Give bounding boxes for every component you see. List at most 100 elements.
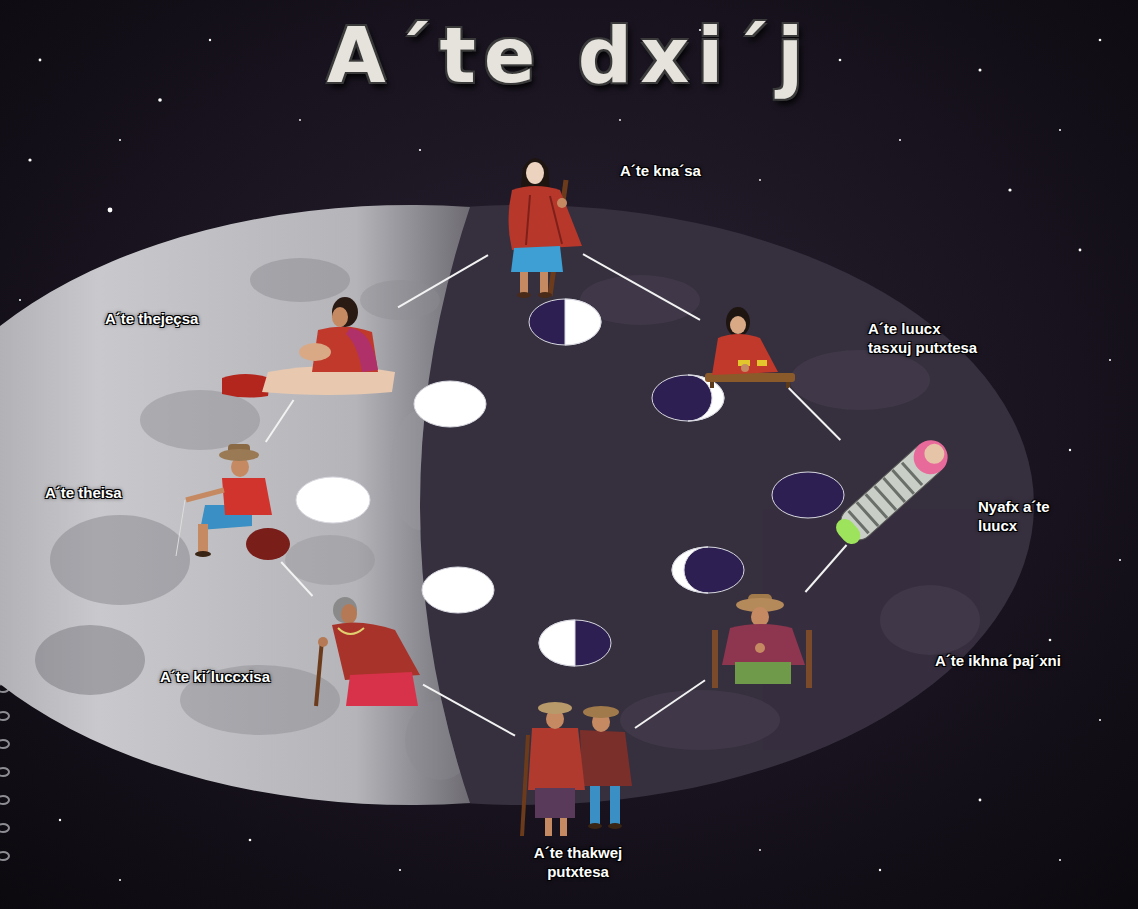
diagram-title: A´te dxi´j	[0, 12, 1138, 99]
binding-ring	[0, 740, 9, 748]
crater	[360, 280, 440, 320]
ruana	[509, 186, 583, 250]
star	[1059, 859, 1061, 861]
shawl	[332, 622, 420, 680]
star	[1099, 719, 1101, 721]
face	[920, 440, 948, 468]
seated-girl-figure	[705, 307, 795, 388]
phase-label: A´te thejeçsa	[105, 310, 198, 329]
cycle-line	[266, 400, 294, 442]
skirt	[735, 662, 791, 684]
star	[419, 149, 421, 151]
leg	[198, 524, 208, 552]
moon-phase-icons	[296, 299, 844, 666]
girl-figure	[509, 158, 583, 298]
phase-figure: A´te theisa	[160, 442, 292, 562]
skirt	[535, 788, 575, 818]
leg	[540, 272, 548, 294]
face	[526, 162, 544, 184]
binding-ring	[0, 796, 9, 804]
crater	[880, 585, 980, 655]
moon-phase-icon	[296, 477, 370, 523]
blanket	[222, 374, 270, 398]
swaddle-end	[832, 515, 864, 548]
crater	[285, 535, 375, 585]
crater	[405, 700, 475, 780]
cycle-line	[805, 545, 846, 592]
star	[59, 819, 61, 821]
elder-couple-figure	[522, 702, 632, 836]
hat	[538, 702, 572, 714]
phase-figure: A´te luucx tasxuj putxtesa	[700, 305, 795, 388]
foot	[608, 823, 622, 829]
star	[119, 879, 121, 881]
hair	[333, 597, 357, 623]
star	[209, 39, 211, 41]
moon-phase-icon	[672, 547, 708, 593]
star	[39, 59, 42, 62]
foot	[517, 292, 531, 298]
binding-ring	[0, 768, 9, 776]
star	[1119, 559, 1121, 561]
star	[1069, 449, 1071, 451]
bench-leg	[786, 382, 790, 388]
cycle-line	[789, 388, 841, 440]
ruana-fold	[526, 195, 562, 245]
baby-figure	[830, 433, 955, 550]
nursing-mother-figure	[222, 297, 395, 398]
binding-ring	[0, 852, 9, 860]
phase-label: A´te luucx tasxuj putxtesa	[868, 320, 986, 358]
face	[341, 604, 357, 624]
arm	[186, 490, 224, 500]
moon-phase-icon	[529, 299, 601, 345]
star	[19, 299, 21, 301]
hat-brim	[219, 449, 259, 461]
hat	[583, 706, 619, 718]
star	[1079, 249, 1082, 252]
foot	[538, 292, 552, 298]
star	[1109, 359, 1111, 361]
hood	[907, 433, 955, 481]
moon-lit-side	[0, 205, 470, 805]
cane	[316, 640, 322, 706]
star	[759, 849, 761, 851]
phase-figure: A´te ikhna´paj´xni	[705, 592, 820, 690]
phase-label: A´te thakwej putxtesa	[518, 844, 638, 882]
star	[119, 139, 121, 141]
leg	[560, 818, 567, 836]
star	[839, 59, 842, 62]
skirt	[511, 246, 563, 272]
chair-post	[806, 630, 812, 688]
star	[28, 158, 31, 161]
shawl	[528, 728, 585, 790]
star	[1059, 129, 1061, 131]
crater	[620, 690, 780, 750]
crater	[140, 390, 260, 450]
moon-phase-icon	[539, 620, 611, 666]
star	[299, 119, 301, 121]
seated-man-figure	[176, 444, 290, 560]
cycle-line	[398, 255, 488, 307]
moon-phase-icon	[414, 381, 486, 427]
star	[979, 69, 982, 72]
moon-phase-icon	[539, 620, 575, 666]
old-woman-figure	[316, 597, 420, 706]
moon-phase-icon	[772, 472, 844, 518]
cycle-line	[583, 254, 700, 320]
leg	[610, 784, 620, 824]
phase-figure: A´te kna´sa	[488, 157, 583, 298]
lit-craters	[35, 258, 475, 780]
foot	[588, 823, 602, 829]
shawl	[722, 624, 805, 665]
necklace	[338, 628, 364, 634]
shirt	[222, 478, 272, 515]
hair	[726, 307, 750, 337]
crater	[790, 350, 930, 410]
star	[1008, 188, 1011, 191]
star	[108, 208, 113, 213]
star	[249, 839, 252, 842]
phase-label: A´te ki´luccxisa	[160, 668, 270, 687]
star	[1099, 39, 1102, 42]
